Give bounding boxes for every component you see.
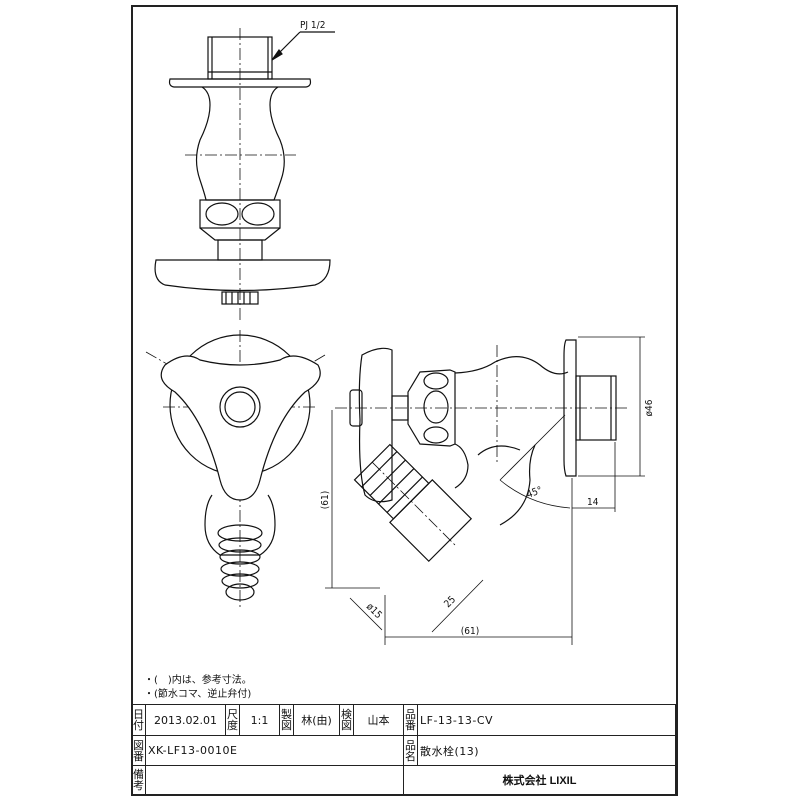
dimension-lines bbox=[325, 336, 645, 645]
drawing-no-label: 図番 bbox=[131, 735, 146, 766]
drawing-frame bbox=[131, 5, 678, 796]
scale-label: 尺度 bbox=[225, 704, 240, 736]
note-valve-info: ・(節水コマ、逆止弁付) bbox=[144, 689, 252, 700]
checked-by-value: 山本 bbox=[353, 704, 404, 736]
hose-diameter-dim: ø15 bbox=[364, 601, 384, 621]
drawing-no-value: XK-LF13-0010E bbox=[145, 735, 404, 766]
angle-dim: 45° bbox=[525, 485, 544, 501]
company-name: 株式会社 LIXIL bbox=[403, 765, 676, 795]
front-view bbox=[145, 330, 326, 610]
horizontal-ref-dim: (61) bbox=[461, 626, 479, 637]
part-name-value: 散水栓(13) bbox=[417, 735, 676, 766]
date-value: 2013.02.01 bbox=[145, 704, 226, 736]
remarks-label: 備考 bbox=[131, 765, 146, 795]
part-no-value: LF-13-13-CV bbox=[417, 704, 676, 736]
remarks-value bbox=[145, 765, 404, 795]
date-label: 日付 bbox=[131, 704, 146, 736]
drawn-by-value: 林(由) bbox=[293, 704, 340, 736]
side-view bbox=[335, 339, 630, 563]
flange-diameter-dim: ø46 bbox=[644, 399, 655, 416]
title-block: 日付 2013.02.01 尺度 1:1 製図 林(由) 検図 山本 品番 LF… bbox=[131, 704, 676, 795]
drawn-label: 製図 bbox=[279, 704, 294, 736]
part-name-label: 品名 bbox=[403, 735, 418, 766]
note-reference-dims: ・( )内は、参考寸法。 bbox=[144, 675, 252, 686]
scale-value: 1:1 bbox=[239, 704, 280, 736]
checked-label: 検図 bbox=[339, 704, 354, 736]
part-no-label: 品番 bbox=[403, 704, 418, 736]
thread-length-dim: 14 bbox=[587, 497, 599, 508]
vertical-ref-dim: (61) bbox=[320, 491, 331, 509]
thread-callout: PJ 1/2 bbox=[300, 20, 325, 31]
top-view bbox=[154, 28, 335, 320]
